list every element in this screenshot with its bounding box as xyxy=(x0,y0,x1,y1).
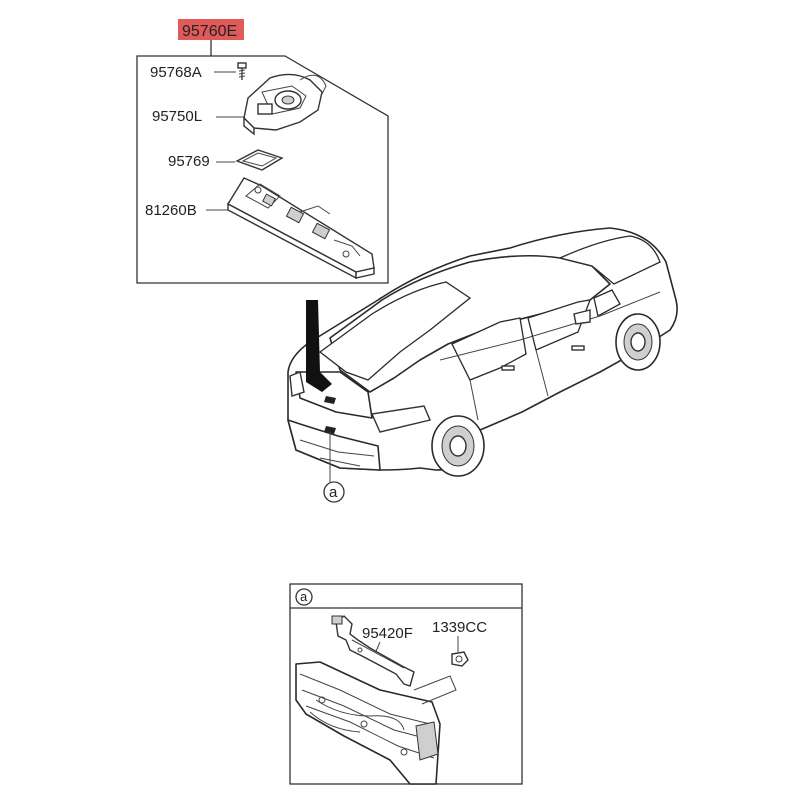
nut-part xyxy=(451,651,469,667)
detail-part-label-bracket: 95420F xyxy=(362,625,413,642)
assembly-part-number: 95760E xyxy=(182,23,237,40)
assembly-frame xyxy=(136,55,389,284)
detail-part-label-nut: 1339CC xyxy=(432,619,487,636)
assembly-label-highlight xyxy=(178,19,244,40)
screw-part xyxy=(237,62,247,80)
detail-ref-letter: a xyxy=(300,589,308,604)
callout-letter: a xyxy=(329,484,338,501)
callout-circle xyxy=(323,481,345,503)
part-label-gasket: 95769 xyxy=(168,153,210,170)
gasket-part xyxy=(235,149,284,171)
part-label-screw: 95768A xyxy=(150,64,202,81)
installation-arrow xyxy=(306,300,332,392)
trunk-panel xyxy=(295,661,457,785)
detail-ref-circle xyxy=(295,588,313,606)
car-illustration xyxy=(287,227,678,477)
camera-module-part xyxy=(243,73,327,136)
detail-frame xyxy=(289,583,523,785)
bracket-part xyxy=(331,615,415,687)
part-label-housing: 81260B xyxy=(145,202,197,219)
part-label-camera: 95750L xyxy=(152,108,202,125)
housing-part xyxy=(227,177,375,280)
